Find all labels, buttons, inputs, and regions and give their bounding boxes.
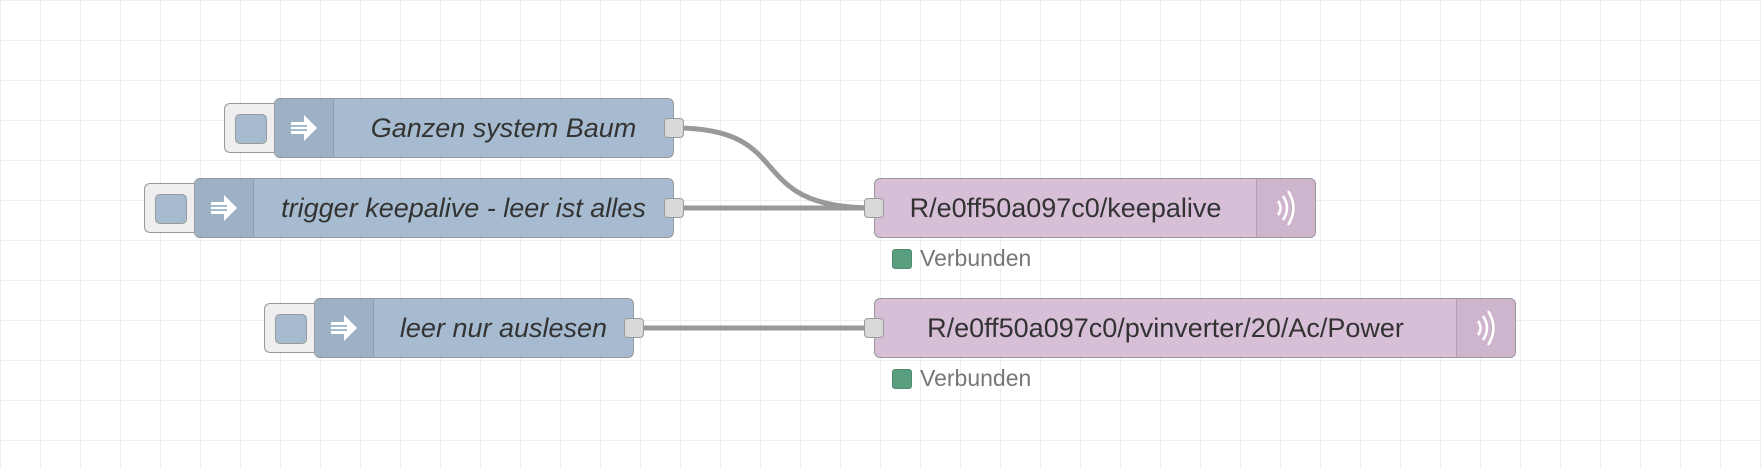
node-label: Ganzen system Baum <box>370 112 637 143</box>
status-text: Verbunden <box>920 245 1032 271</box>
wire-baum-to-keepalive[interactable] <box>674 125 875 211</box>
output-port[interactable] <box>624 318 644 338</box>
inject-trigger-button[interactable] <box>155 194 187 224</box>
arrow-in-icon <box>195 179 254 237</box>
node-label: R/e0ff50a097c0/pvinverter/20/Ac/Power <box>927 312 1404 343</box>
inject-node-trigger-keepalive[interactable]: trigger keepalive - leer ist alles <box>194 178 674 238</box>
mqtt-out-node-ac-power[interactable]: R/e0ff50a097c0/pvinverter/20/Ac/Power <box>874 298 1516 358</box>
inject-button-baum[interactable] <box>224 103 276 153</box>
node-status: Verbunden <box>892 365 1031 392</box>
broadcast-icon <box>1456 299 1515 357</box>
broadcast-icon <box>1256 179 1315 237</box>
input-port[interactable] <box>864 318 884 338</box>
inject-trigger-button[interactable] <box>275 314 307 344</box>
arrow-in-icon <box>315 299 374 357</box>
arrow-in-icon <box>275 99 334 157</box>
node-label: trigger keepalive - leer ist alles <box>281 192 646 223</box>
status-connected-indicator <box>892 368 912 389</box>
mqtt-out-node-keepalive[interactable]: R/e0ff50a097c0/keepalive <box>874 178 1316 238</box>
output-port[interactable] <box>664 198 684 218</box>
inject-trigger-button[interactable] <box>235 114 267 144</box>
inject-button-trigger[interactable] <box>144 183 196 233</box>
inject-node-baum[interactable]: Ganzen system Baum <box>274 98 674 158</box>
inject-button-leer[interactable] <box>264 303 316 353</box>
output-port[interactable] <box>664 118 684 138</box>
node-label: leer nur auslesen <box>399 312 608 343</box>
status-connected-indicator <box>892 248 912 269</box>
node-label: R/e0ff50a097c0/keepalive <box>909 192 1222 223</box>
input-port[interactable] <box>864 198 884 218</box>
status-text: Verbunden <box>920 365 1032 391</box>
inject-node-leer-nur-auslesen[interactable]: leer nur auslesen <box>314 298 634 358</box>
node-status: Verbunden <box>892 245 1031 272</box>
